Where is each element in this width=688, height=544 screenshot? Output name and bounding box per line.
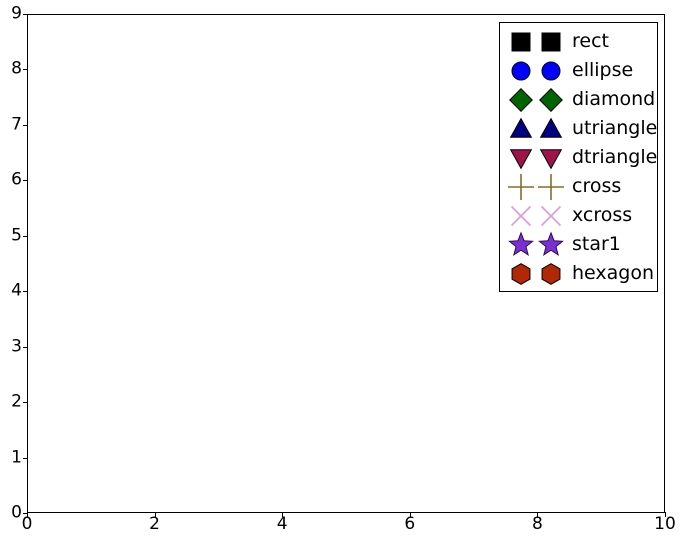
triangle-up-icon	[536, 114, 566, 143]
x-icon	[506, 201, 536, 230]
triangle-up-icon	[506, 114, 536, 143]
y-tick-label: 5	[11, 225, 22, 246]
triangle-down-icon	[506, 143, 536, 172]
x-tick-label: 2	[149, 514, 161, 534]
legend-label: diamond	[572, 88, 656, 110]
y-tick-label: 0	[11, 502, 22, 523]
y-tick-label: 8	[11, 58, 22, 79]
plus-icon	[536, 172, 566, 201]
plus-icon	[506, 172, 536, 201]
legend-label: dtriangle	[572, 146, 658, 168]
legend-item-star1[interactable]: star1	[506, 230, 651, 259]
legend-label: hexagon	[572, 262, 655, 284]
x-tick-mark	[154, 512, 156, 517]
y-tick-mark	[23, 457, 28, 459]
legend-item-utriangle[interactable]: utriangle	[506, 114, 657, 143]
circle-icon	[536, 56, 566, 85]
y-tick-label: 1	[11, 447, 22, 468]
diamond-icon	[536, 85, 566, 114]
star-icon	[536, 230, 566, 259]
legend-label: ellipse	[572, 59, 634, 81]
x-tick-label: 4	[276, 514, 288, 534]
legend-item-cross[interactable]: cross	[506, 172, 651, 201]
y-tick-mark	[23, 235, 28, 237]
y-tick-label: 7	[11, 114, 22, 135]
legend-label: star1	[572, 233, 621, 255]
y-tick-mark	[23, 69, 28, 71]
y-tick-mark	[23, 124, 28, 126]
legend-item-ellipse[interactable]: ellipse	[506, 56, 651, 85]
legend-label: xcross	[572, 204, 633, 226]
y-tick-label: 2	[11, 391, 22, 412]
y-tick-label: 4	[11, 280, 22, 301]
x-tick-mark	[665, 512, 666, 517]
legend-item-dtriangle[interactable]: dtriangle	[506, 143, 657, 172]
square-icon	[506, 27, 536, 56]
x-tick-mark	[537, 512, 539, 517]
x-tick-mark	[282, 512, 284, 517]
legend-label: cross	[572, 175, 622, 197]
legend-label: utriangle	[572, 117, 658, 139]
diamond-icon	[506, 85, 536, 114]
hexagon-icon	[536, 259, 566, 288]
y-tick-mark	[23, 180, 28, 182]
x-tick-mark	[409, 512, 411, 517]
y-tick-mark	[23, 14, 28, 15]
x-tick-label: 10	[654, 514, 676, 534]
circle-icon	[506, 56, 536, 85]
y-tick-label: 9	[11, 3, 22, 24]
triangle-down-icon	[536, 143, 566, 172]
y-tick-mark	[23, 291, 28, 293]
hexagon-icon	[506, 259, 536, 288]
legend-item-xcross[interactable]: xcross	[506, 201, 651, 230]
y-tick-label: 6	[11, 169, 22, 190]
y-tick-mark	[23, 513, 28, 514]
y-tick-label: 3	[11, 336, 22, 357]
y-tick-labels: 0 1 2 3 4 5 6 7 8 9	[0, 0, 22, 544]
y-tick-mark	[23, 346, 28, 348]
legend-item-hexagon[interactable]: hexagon	[506, 259, 655, 288]
x-tick-label: 6	[404, 514, 416, 534]
x-icon	[536, 201, 566, 230]
y-tick-mark	[23, 402, 28, 404]
legend-item-rect[interactable]: rect	[506, 27, 651, 56]
square-icon	[536, 27, 566, 56]
x-tick-label: 8	[531, 514, 543, 534]
legend-label: rect	[572, 30, 609, 52]
x-tick-label: 0	[21, 514, 33, 534]
x-tick-mark	[27, 512, 28, 517]
legend-box[interactable]: rect ellipse diamond utriangle dtriangle cros…	[499, 22, 658, 292]
star-icon	[506, 230, 536, 259]
legend-item-diamond[interactable]: diamond	[506, 85, 655, 114]
